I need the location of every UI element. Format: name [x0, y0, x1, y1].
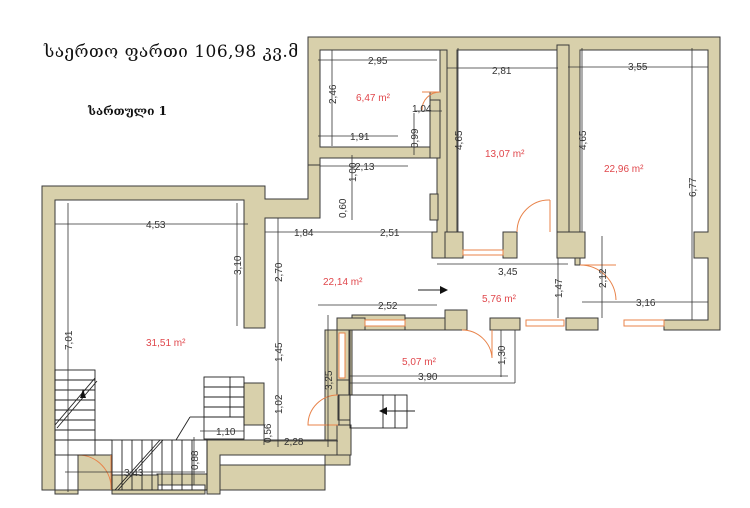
wall-bath-left-lower [336, 379, 350, 396]
dim-2-13: 2,13 [355, 162, 375, 173]
dim-2-81: 2,81 [492, 66, 512, 77]
wall-bath-bottom-left [336, 424, 352, 456]
dim-4-65-b: 4,65 [578, 130, 589, 150]
wall-top-block [307, 36, 721, 331]
entrance-arrow-icon [379, 407, 387, 415]
area-room-corridor: 5,76 m² [482, 294, 517, 305]
stairs [54, 286, 448, 491]
dimension-labels: 2,95 2,46 1,04 1,91 0,99 2,81 4,65 3,55 … [64, 56, 699, 479]
dim-0-60: 0,60 [338, 198, 349, 218]
wall-mid-bottom-right [502, 231, 518, 259]
wall-stub [429, 193, 439, 221]
dim-1-10: 1,10 [216, 427, 236, 438]
wall-right-bottom-left [556, 231, 586, 259]
dim-4-53: 4,53 [146, 220, 166, 231]
window-bath-top [364, 319, 406, 327]
window-bath-left [338, 332, 346, 379]
door-bath [461, 329, 493, 359]
wall-corridor-bottom-2 [404, 317, 446, 331]
stair-bottom-steps [95, 439, 193, 491]
dimension-lines [55, 48, 708, 492]
door-small-room [421, 91, 441, 111]
stair-mid-steps [175, 377, 244, 441]
dim-1-84: 1,84 [294, 228, 314, 239]
dim-2-28: 2,28 [284, 437, 304, 448]
wall-divider-mid-right [556, 44, 570, 234]
dim-2-95: 2,95 [368, 56, 388, 67]
wall-mid-bottom-left [444, 231, 464, 259]
door-right-room [579, 264, 617, 301]
window-corridor-bottom [525, 319, 565, 327]
dim-2-70: 2,70 [274, 262, 285, 282]
dim-1-45: 1,45 [274, 342, 285, 362]
stair-arrow-icon [80, 389, 86, 398]
area-room-hall: 22,14 m² [323, 277, 363, 288]
door-hall-lower [307, 394, 339, 426]
area-room-small-top: 6,47 m² [356, 93, 391, 104]
stair-entrance-flight [349, 394, 408, 429]
dim-3-55: 3,55 [628, 62, 648, 73]
dim-0-88: 0,88 [190, 450, 201, 470]
dim-0-56: 0,56 [263, 423, 274, 443]
dim-3-90: 3,90 [418, 372, 438, 383]
dim-3-16: 3,16 [636, 298, 656, 309]
dim-1-02: 1,02 [274, 394, 285, 414]
dim-1-47: 1,47 [554, 278, 565, 298]
stair-left-flight [54, 369, 96, 456]
wall-left-hall-pillar [243, 382, 265, 426]
dim-3-45: 3,45 [498, 267, 518, 278]
dim-2-52: 2,52 [378, 301, 398, 312]
floor-label: სართული 1 [88, 104, 167, 118]
dim-2-46: 2,46 [328, 84, 339, 104]
dim-0-99: 0,99 [410, 128, 421, 148]
wall-corridor-bottom-4 [489, 317, 521, 331]
window-right-bottom [623, 319, 665, 327]
dim-1-91: 1,91 [350, 132, 370, 143]
area-room-right-top: 22,96 m² [604, 164, 644, 175]
dim-4-65-a: 4,65 [454, 130, 465, 150]
door-mid-room [516, 199, 551, 233]
dim-3-25: 3,25 [324, 370, 335, 390]
dim-1-04: 1,04 [412, 104, 432, 115]
walls [41, 36, 721, 495]
dim-1-00: 1,00 [348, 162, 359, 182]
wall-corridor-bottom-3 [444, 309, 468, 331]
dim-3-10: 3,10 [233, 255, 244, 275]
door-bottom-stair [77, 454, 112, 491]
stair-left-steps [54, 377, 98, 441]
dim-3-43: 3,43 [124, 468, 144, 479]
total-area-title: საერთო ფართი 106,98 კვ.მ [44, 42, 299, 62]
windows [338, 249, 665, 379]
dim-2-51: 2,51 [380, 228, 400, 239]
wall-corridor-bottom-1 [336, 317, 366, 331]
dim-1-30: 1,30 [497, 345, 508, 365]
stair-mid-flight [203, 376, 245, 440]
wall-corridor-bottom-5 [565, 317, 599, 331]
area-room-left-large: 31,51 m² [146, 338, 186, 349]
area-room-bottom-small: 5,07 m² [402, 357, 437, 368]
wall-small-room-right [429, 99, 441, 159]
room-areas: 6,47 m² 13,07 m² 22,96 m² 31,51 m² 22,14… [146, 93, 644, 368]
dim-7-01: 7,01 [64, 330, 75, 350]
corridor-arrow-icon [440, 286, 448, 294]
area-room-middle-top: 13,07 m² [485, 149, 525, 160]
window-mid-top-room [462, 249, 504, 256]
dim-6-77: 6,77 [688, 177, 699, 197]
dim-2-12: 2,12 [598, 268, 609, 288]
doors [77, 91, 617, 491]
